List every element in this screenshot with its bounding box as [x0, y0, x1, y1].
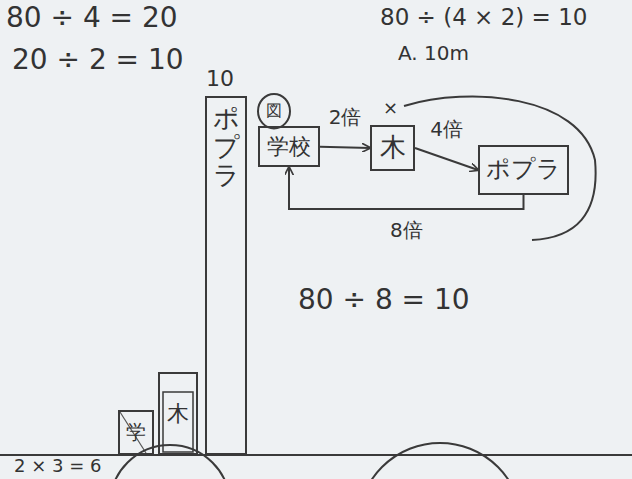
node-text: ポプラ — [486, 156, 561, 184]
tower-bar: ポプラ — [205, 96, 247, 455]
place-box: 学校 — [258, 126, 320, 167]
note-text: 2 × 3 = 6 — [12, 456, 103, 477]
edge-label: 8倍 — [390, 219, 423, 242]
edge-label: 2倍 — [329, 106, 362, 129]
small-bar: 木 — [158, 372, 198, 455]
node-text: 木 — [380, 133, 406, 163]
place-box: 木 — [370, 125, 415, 171]
note-text: 80 ÷ (4 × 2) = 10 — [380, 4, 587, 30]
note-text: 10 — [206, 66, 234, 91]
inner-rect — [163, 392, 193, 452]
place-box: ポプラ — [478, 145, 569, 195]
node-text: ポプラ — [213, 104, 239, 190]
note-text: 80 ÷ 8 = 10 — [298, 284, 470, 316]
circled-mark: 図 — [258, 94, 290, 128]
drawn-circle — [358, 443, 522, 479]
note-text: A. 10m — [398, 42, 469, 65]
small-bar: 学 — [118, 410, 154, 455]
node-text: 学校 — [267, 134, 311, 159]
note-text: 80 ÷ 4 = 20 — [6, 2, 178, 34]
cross-mark — [120, 412, 146, 453]
drawn-circle — [110, 445, 230, 479]
loop-stroke — [404, 97, 596, 240]
node-text: 木 — [167, 401, 189, 426]
note-text: 20 ÷ 2 = 10 — [12, 44, 184, 76]
circle-outline — [258, 94, 290, 128]
note-text: × — [383, 98, 398, 119]
arrow-connector — [415, 148, 478, 170]
arrow-connector — [320, 147, 370, 148]
edge-label: 4倍 — [430, 118, 463, 141]
node-text: 学 — [126, 421, 146, 444]
node-text: 図 — [266, 102, 282, 120]
